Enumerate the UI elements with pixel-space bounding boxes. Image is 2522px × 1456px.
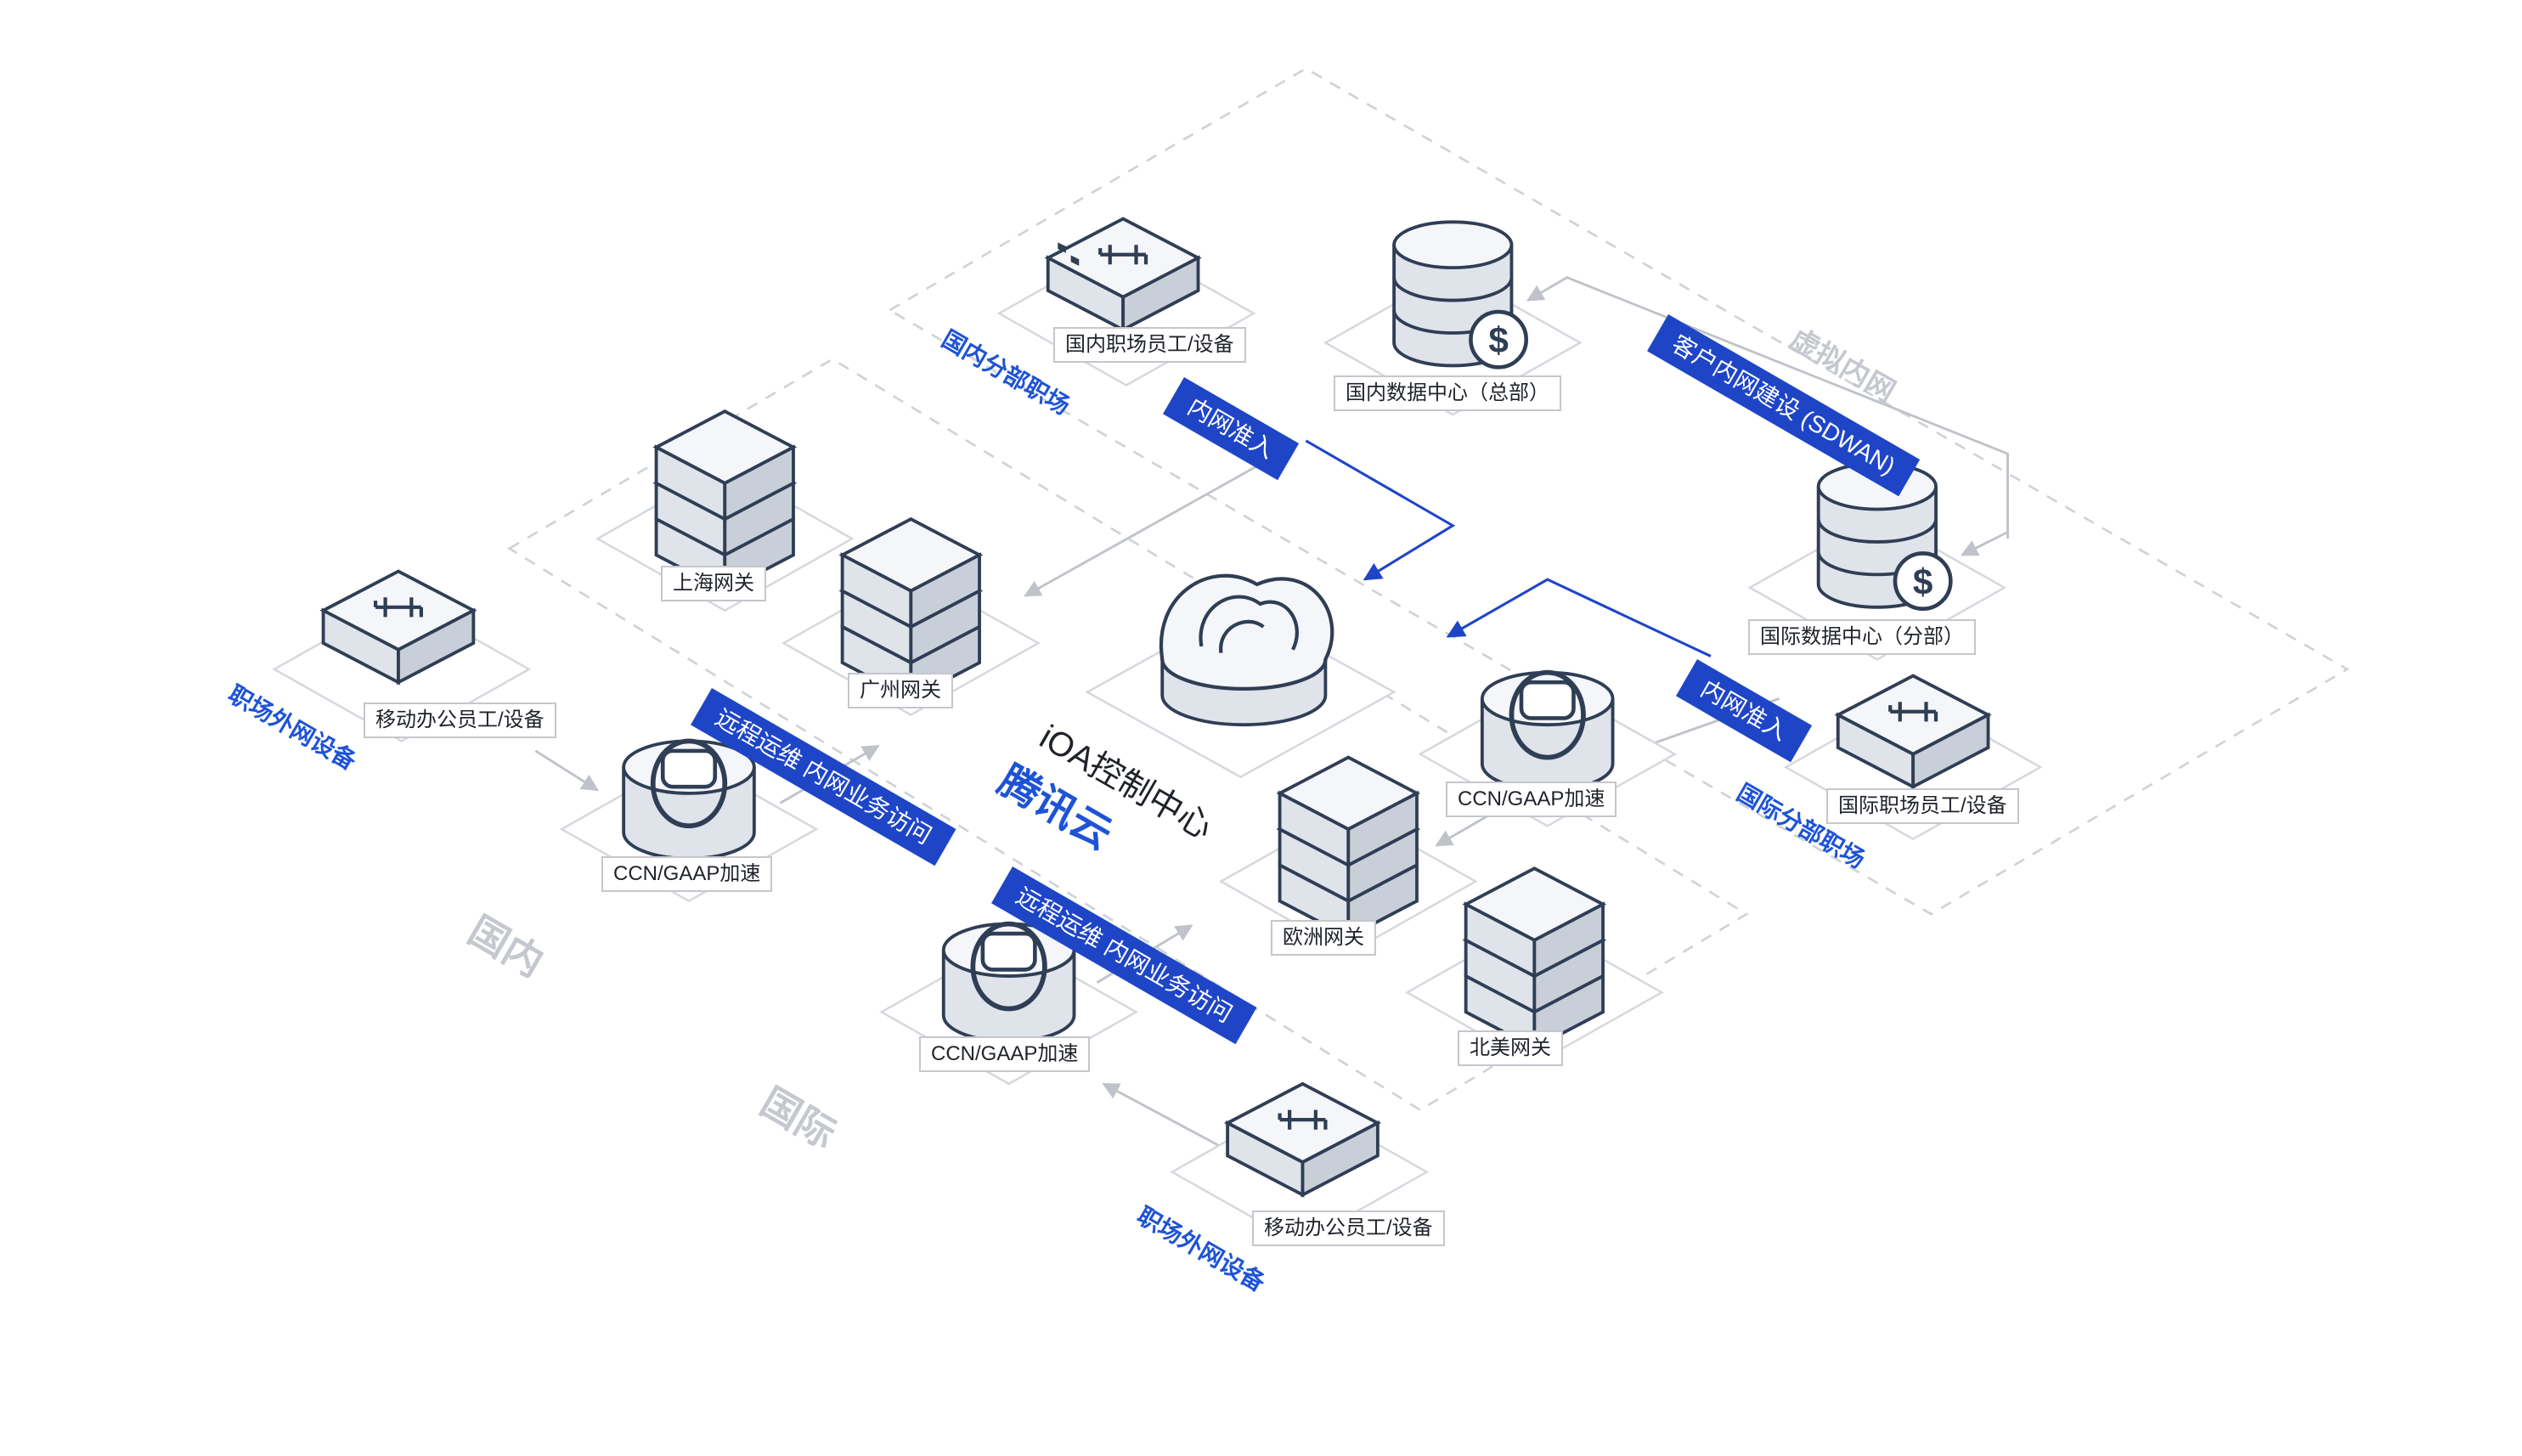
dollar-icon: $ xyxy=(1469,309,1529,370)
arrow-intl-to-control xyxy=(1446,578,1712,657)
network-switch-icon xyxy=(1834,674,1992,790)
label-europe-gateway: 欧洲网关 xyxy=(1271,920,1376,956)
label-domestic-staff: 国内职场员工/设备 xyxy=(1053,327,1246,363)
ccn-accelerator-icon xyxy=(622,738,756,861)
server-stack-icon xyxy=(838,516,984,702)
network-switch-icon xyxy=(1223,1081,1382,1198)
label-ccn-left: CCN/GAAP加速 xyxy=(601,856,773,892)
database-icon: $ xyxy=(1392,220,1529,370)
arrow-sdwan-to-intl-dc xyxy=(1960,454,2010,556)
label-ccn-right: CCN/GAAP加速 xyxy=(1446,782,1617,817)
ccn-accelerator-icon xyxy=(1480,669,1615,792)
svg-text:$: $ xyxy=(1913,562,1933,601)
label-ccn-bottom: CCN/GAAP加速 xyxy=(919,1036,1091,1072)
label-domestic-dc: 国内数据中心（总部） xyxy=(1334,375,1561,411)
arrow-domestic-to-control xyxy=(1305,439,1456,581)
label-mobile-bottom: 移动办公员工/设备 xyxy=(1252,1211,1445,1246)
arrow-mobile-to-ccn-left xyxy=(534,749,600,792)
label-shanghai-gateway: 上海网关 xyxy=(661,566,766,601)
cloud-shield-icon xyxy=(1159,573,1334,727)
server-stack-icon xyxy=(652,409,798,594)
ccn-accelerator-icon xyxy=(941,921,1076,1043)
domestic-zone xyxy=(507,358,1749,1112)
connectors xyxy=(534,276,2010,1160)
label-guangzhou-gateway: 广州网关 xyxy=(848,673,953,708)
network-switch-icon xyxy=(1044,217,1202,333)
label-na-gateway: 北美网关 xyxy=(1458,1030,1563,1066)
label-intl-dc: 国际数据中心（分部） xyxy=(1748,619,1976,655)
svg-text:$: $ xyxy=(1488,320,1509,360)
server-stack-icon xyxy=(1462,866,1607,1051)
label-mobile-left: 移动办公员工/设备 xyxy=(364,703,556,738)
arrow-to-guangzhou xyxy=(1024,455,1274,597)
label-intl-staff: 国际职场员工/设备 xyxy=(1826,788,2019,824)
server-stack-icon xyxy=(1276,755,1421,940)
dollar-icon: $ xyxy=(1893,551,1953,612)
network-switch-icon xyxy=(319,569,477,686)
